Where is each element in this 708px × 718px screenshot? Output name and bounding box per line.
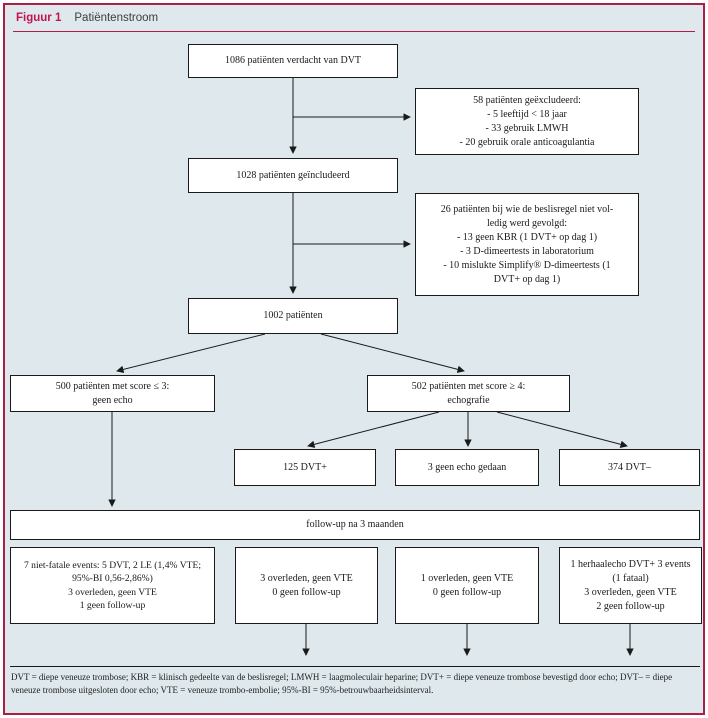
- node-line: 7 niet-fatale events: 5 DVT, 2 LE (1,4% …: [23, 559, 202, 571]
- node-protocol-deviation: 26 patiënten bij wie de beslisregel niet…: [415, 193, 639, 296]
- figure-header: Figuur 1 Patiëntenstroom: [16, 12, 158, 24]
- node-text: 374 DVT–: [607, 461, 652, 473]
- node-line: 3 overleden, geen VTE: [584, 586, 677, 598]
- node-no-echo-done: 3 geen echo gedaan: [395, 449, 539, 486]
- node-line: - 5 leeftijd < 18 jaar: [487, 108, 567, 120]
- node-dvt-positive: 125 DVT+: [234, 449, 376, 486]
- flowchart-canvas: Figuur 1 Patiëntenstroom: [5, 5, 703, 713]
- node-included: 1028 patiënten geïncludeerd: [188, 158, 398, 193]
- node-outcome-dvt-negative: 1 herhaalecho DVT+ 3 events (1 fataal) 3…: [559, 547, 702, 624]
- node-line: - 13 geen KBR (1 DVT+ op dag 1): [456, 231, 598, 243]
- node-text: 1002 patiënten: [263, 310, 323, 321]
- node-score-high: 502 patiënten met score ≥ 4: echografie: [367, 375, 570, 412]
- abbreviation-legend: DVT = diepe veneuze trombose; KBR = klin…: [11, 672, 673, 695]
- node-line: 0 geen follow-up: [272, 586, 341, 598]
- node-line: 2 geen follow-up: [596, 600, 665, 612]
- node-line: 3 overleden, geen VTE: [68, 586, 157, 598]
- node-line: 1 geen follow-up: [79, 600, 146, 611]
- node-excluded: 58 patiënten geëxcludeerd: - 5 leeftijd …: [415, 88, 639, 155]
- node-outcome-score-low: 7 niet-fatale events: 5 DVT, 2 LE (1,4% …: [10, 547, 215, 624]
- node-line: - 20 gebruik orale anticoagulantia: [459, 136, 595, 148]
- node-line: 500 patiënten met score ≤ 3:: [55, 380, 170, 392]
- node-dvt-negative: 374 DVT–: [559, 449, 700, 486]
- figure-label: Figuur 1: [16, 12, 62, 24]
- node-text: 3 geen echo gedaan: [427, 461, 507, 473]
- node-line: DVT+ op dag 1): [493, 273, 561, 285]
- node-line: ledig werd gevolgd:: [487, 217, 567, 229]
- node-text: 1028 patiënten geïncludeerd: [236, 169, 350, 181]
- node-line: echografie: [447, 394, 490, 406]
- node-outcome-no-echo: 1 overleden, geen VTE 0 geen follow-up: [395, 547, 539, 624]
- node-line: 1 overleden, geen VTE: [420, 572, 514, 584]
- node-line: geen echo: [92, 394, 133, 406]
- node-suspected-dvt: 1086 patiënten verdacht van DVT: [188, 44, 398, 78]
- node-line: - 33 gebruik LMWH: [485, 122, 569, 134]
- node-text: follow-up na 3 maanden: [306, 519, 404, 530]
- node-line: - 10 mislukte Simplify® D-dimeertests (1: [443, 259, 611, 271]
- figure-title: Patiëntenstroom: [74, 12, 159, 24]
- node-analyzed: 1002 patiënten: [188, 298, 398, 334]
- node-line: 1 herhaalecho DVT+ 3 events: [570, 558, 691, 570]
- header-divider: [13, 31, 695, 32]
- node-line: - 3 D-dimeertests in laboratorium: [460, 245, 594, 257]
- figure-frame: Figuur 1 Patiëntenstroom: [3, 3, 705, 715]
- node-outcome-dvt-positive: 3 overleden, geen VTE 0 geen follow-up: [235, 547, 378, 624]
- node-line: (1 fataal): [612, 572, 649, 584]
- connector-arrows: [108, 78, 634, 656]
- node-line: 26 patiënten bij wie de beslisregel niet…: [440, 203, 614, 215]
- node-text: 125 DVT+: [283, 461, 327, 473]
- node-text: 1086 patiënten verdacht van DVT: [224, 55, 362, 66]
- node-line: 0 geen follow-up: [432, 586, 502, 598]
- node-score-low: 500 patiënten met score ≤ 3: geen echo: [10, 375, 215, 412]
- node-followup-band: follow-up na 3 maanden: [10, 510, 700, 540]
- node-line: 502 patiënten met score ≥ 4:: [411, 380, 526, 392]
- node-line: 3 overleden, geen VTE: [260, 572, 353, 584]
- node-line: 95%-BI 0,56-2,86%): [72, 573, 153, 584]
- node-line: 58 patiënten geëxcludeerd:: [473, 94, 581, 106]
- footer-divider: [10, 666, 700, 667]
